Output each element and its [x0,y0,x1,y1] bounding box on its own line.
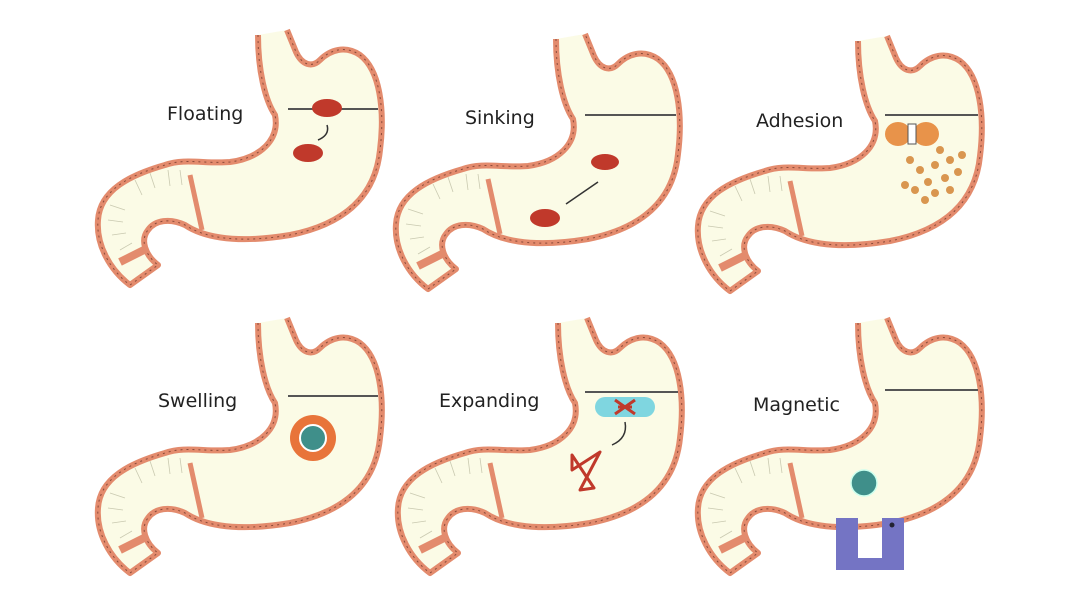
label-floating: Floating [167,103,243,125]
panel-floating: Floating [98,30,382,285]
tablet-core [299,424,327,452]
panel-adhesion: Adhesion [698,36,982,291]
panel-magnetic: Magnetic [698,318,982,573]
adhesive-tablet-half [913,122,939,146]
adhesive-tablet-half [885,122,911,146]
external-magnet [836,518,904,570]
magnet-pole [889,522,895,528]
folded-device [614,398,636,416]
magnetic-tablet [850,469,878,497]
label-sinking: Sinking [465,107,535,129]
panel-sinking: Sinking [396,34,680,289]
arrow-down [611,421,627,446]
panel-swelling: Swelling [98,318,382,573]
arrow-down [565,181,599,205]
label-swelling: Swelling [158,390,237,412]
label-expanding: Expanding [439,390,539,412]
tablet [591,154,619,170]
tablet-sunk [530,209,560,227]
tablet-floating [312,99,342,117]
expanded-device [570,450,602,492]
panel-expanding: Expanding [398,318,682,573]
label-adhesion: Adhesion [756,110,843,132]
tablet [293,144,323,162]
mucoadhesive-particles [901,146,966,204]
arrow-up [317,124,329,141]
label-magnetic: Magnetic [753,394,840,416]
